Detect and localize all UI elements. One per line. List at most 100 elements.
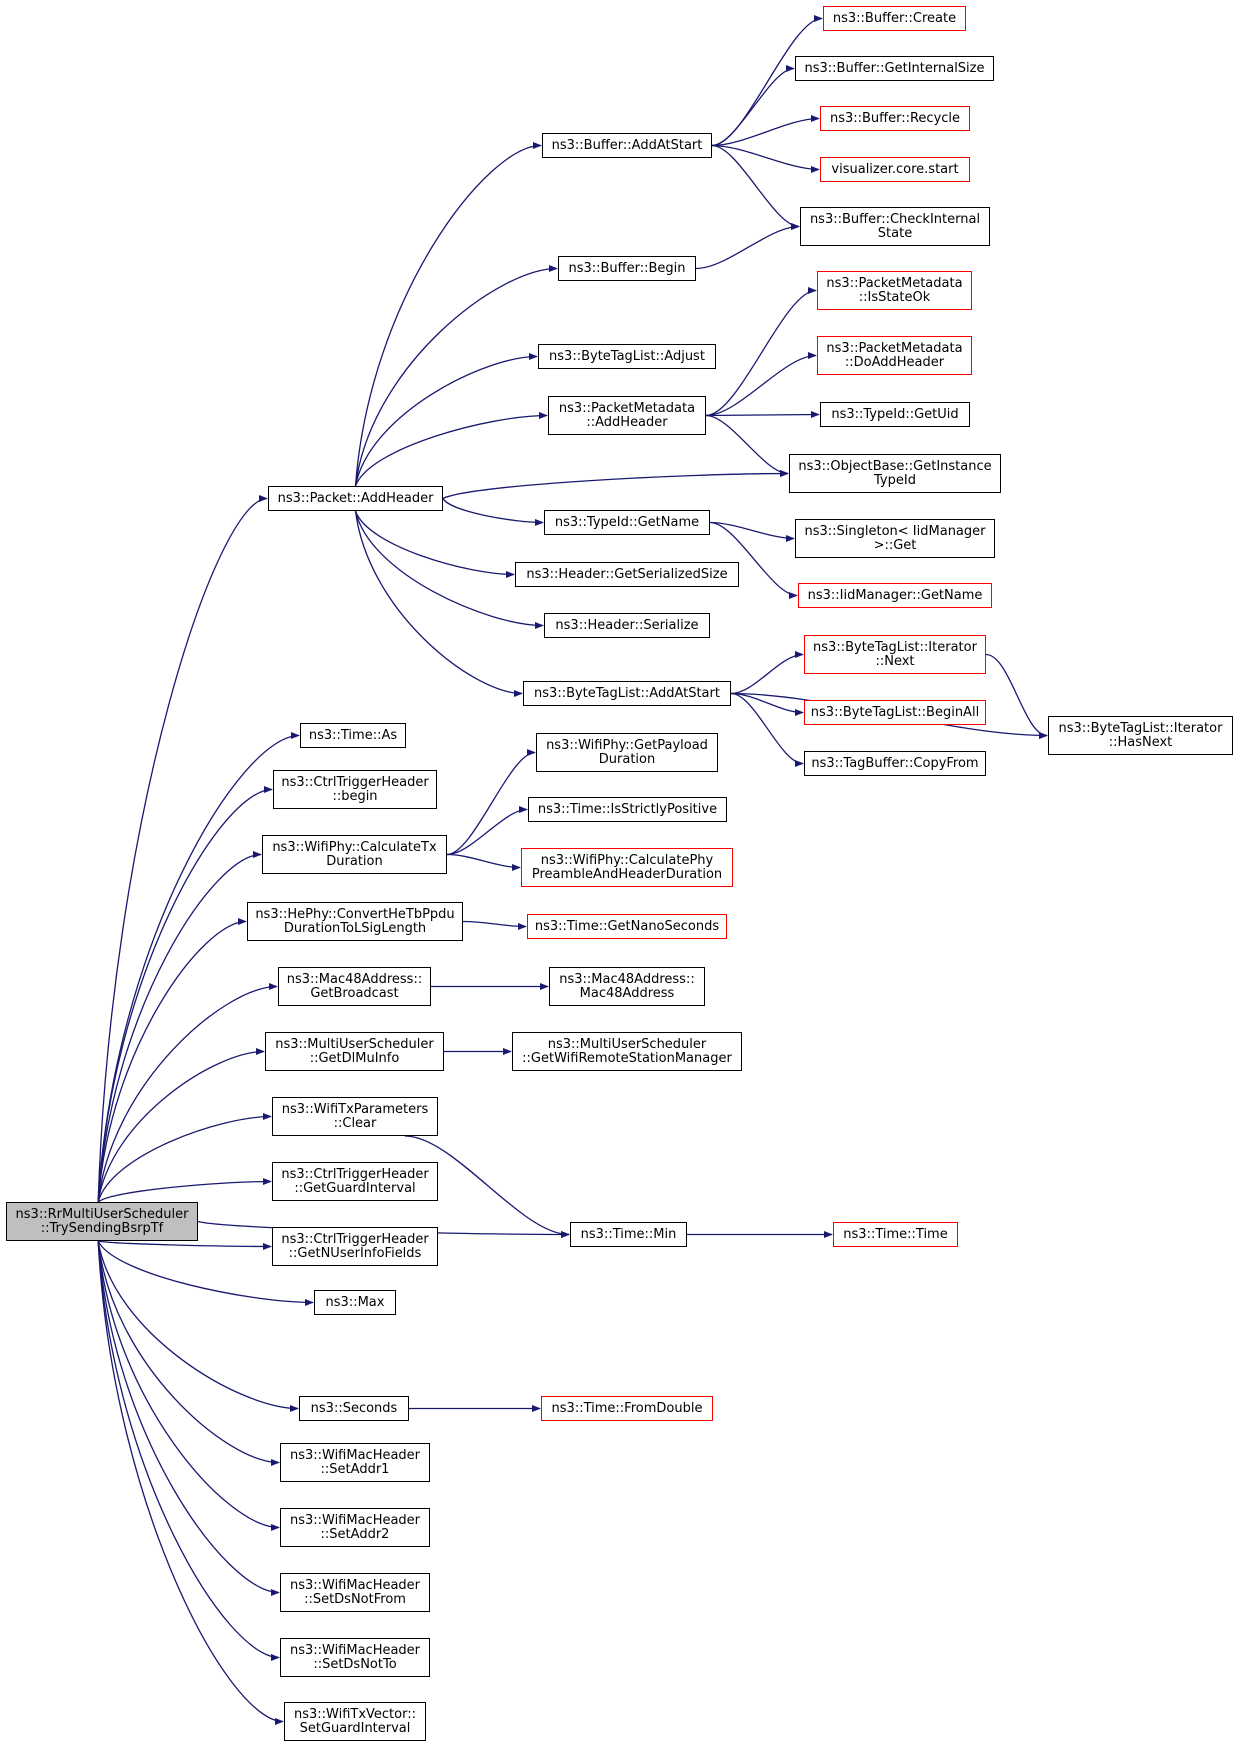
edge-root-to-time-as — [97, 731, 300, 1203]
node-buf-addatstart[interactable]: ns3::Buffer::AddAtStart — [542, 133, 712, 158]
edge-calc-tx-to-time-strict — [446, 805, 528, 856]
node-setguard[interactable]: ns3::WifiTxVector::SetGuardInterval — [284, 1702, 426, 1741]
node-label-line: ns3::Mac48Address:: — [559, 971, 695, 987]
node-label-line: ns3::IidManager::GetName — [807, 587, 983, 603]
edge-pm-addheader-to-pm-doaddheader — [705, 351, 817, 417]
node-typeid-getname[interactable]: ns3::TypeId::GetName — [544, 510, 710, 535]
node-root: ns3::RrMultiUserScheduler::TrySendingBsr… — [6, 1202, 198, 1241]
node-label-line: GetBroadcast — [310, 985, 399, 1001]
node-hdr-serialize[interactable]: ns3::Header::Serialize — [544, 613, 710, 638]
node-ctrl-begin[interactable]: ns3::CtrlTriggerHeader::begin — [273, 770, 437, 809]
edge-calc-tx-to-wifiphy-preamble — [446, 853, 521, 872]
node-label-line: ns3::ByteTagList::AddAtStart — [534, 685, 720, 701]
node-buf-recycle[interactable]: ns3::Buffer::Recycle — [820, 106, 970, 131]
node-ctrl-guard[interactable]: ns3::CtrlTriggerHeader::GetGuardInterval — [272, 1162, 438, 1201]
node-label-line: ns3::Singleton< IidManager — [804, 523, 986, 539]
node-label-line: TypeId — [874, 472, 916, 488]
node-label-line: ns3::MultiUserScheduler — [275, 1036, 434, 1052]
node-time-min[interactable]: ns3::Time::Min — [570, 1222, 687, 1247]
node-label-line: ns3::WifiPhy::CalculatePhy — [540, 852, 714, 868]
node-label-line: ::SetDsNotFrom — [304, 1591, 406, 1607]
node-time-as[interactable]: ns3::Time::As — [300, 723, 406, 748]
node-buf-getsize[interactable]: ns3::Buffer::GetInternalSize — [795, 56, 994, 81]
edge-root-to-packet-addheader — [97, 494, 268, 1203]
node-buf-create[interactable]: ns3::Buffer::Create — [823, 6, 966, 31]
node-seconds[interactable]: ns3::Seconds — [299, 1396, 409, 1421]
node-pm-doaddheader[interactable]: ns3::PacketMetadata::DoAddHeader — [817, 336, 972, 375]
node-addr1[interactable]: ns3::WifiMacHeader::SetAddr1 — [280, 1443, 430, 1482]
edge-packet-addheader-to-hdr-size — [354, 510, 515, 579]
edge-root-to-getdlmu — [97, 1047, 265, 1203]
edge-hephy-to-time-nano — [462, 920, 527, 931]
edge-root-to-dsnotfrom — [97, 1240, 280, 1597]
node-typeid-getuid[interactable]: ns3::TypeId::GetUid — [820, 402, 970, 427]
node-tagbuf-copy[interactable]: ns3::TagBuffer::CopyFrom — [804, 751, 986, 776]
edge-buf-addatstart-to-buf-check — [711, 144, 800, 231]
edge-packet-addheader-to-typeid-getname — [442, 498, 544, 527]
node-label-line: ::SetAddr2 — [320, 1526, 390, 1542]
node-singleton[interactable]: ns3::Singleton< IidManager>::Get — [795, 519, 995, 558]
node-label-line: Duration — [326, 853, 383, 869]
node-buf-begin[interactable]: ns3::Buffer::Begin — [558, 256, 696, 281]
edge-typeid-getname-to-singleton — [709, 521, 795, 543]
edge-root-to-ctrl-nuser — [98, 1240, 272, 1251]
node-label-line: ns3::Time::GetNanoSeconds — [534, 918, 720, 934]
node-label-line: ns3::ObjectBase::GetInstance — [798, 458, 992, 474]
node-label-line: ::HasNext — [1108, 734, 1173, 750]
node-max[interactable]: ns3::Max — [314, 1290, 396, 1315]
node-label-line: Duration — [598, 751, 656, 767]
node-label-line: ns3::Seconds — [310, 1400, 398, 1416]
node-label-line: ns3::Time::As — [308, 727, 398, 743]
node-label-line: ns3::CtrlTriggerHeader — [281, 1166, 429, 1182]
node-dsnotfrom[interactable]: ns3::WifiMacHeader::SetDsNotFrom — [280, 1573, 430, 1612]
node-mac-getbc[interactable]: ns3::Mac48Address::GetBroadcast — [278, 967, 431, 1006]
edge-root-to-dsnotto — [97, 1240, 280, 1662]
node-hdr-size[interactable]: ns3::Header::GetSerializedSize — [515, 562, 739, 587]
node-btl-beginall[interactable]: ns3::ByteTagList::BeginAll — [804, 700, 986, 725]
node-pm-isstateok[interactable]: ns3::PacketMetadata::IsStateOk — [817, 271, 972, 310]
node-addr2[interactable]: ns3::WifiMacHeader::SetAddr2 — [280, 1508, 430, 1547]
node-mac48[interactable]: ns3::Mac48Address::Mac48Address — [549, 967, 705, 1006]
node-label-line: ::GetNUserInfoFields — [288, 1245, 422, 1261]
node-getremote[interactable]: ns3::MultiUserScheduler::GetWifiRemoteSt… — [512, 1032, 742, 1071]
node-label-line: ns3::Time::FromDouble — [551, 1400, 703, 1416]
node-time-time[interactable]: ns3::Time::Time — [833, 1222, 958, 1247]
node-label-line: ::IsStateOk — [858, 289, 931, 305]
edge-root-to-seconds — [97, 1240, 299, 1413]
node-getdlmu[interactable]: ns3::MultiUserScheduler::GetDlMuInfo — [265, 1032, 444, 1071]
node-label-line: ns3::MultiUserScheduler — [547, 1036, 707, 1052]
node-dsnotto[interactable]: ns3::WifiMacHeader::SetDsNotTo — [280, 1638, 430, 1677]
edge-buf-addatstart-to-viz-start — [711, 144, 820, 174]
node-pm-addheader[interactable]: ns3::PacketMetadata::AddHeader — [548, 396, 706, 435]
node-time-nano[interactable]: ns3::Time::GetNanoSeconds — [527, 914, 727, 939]
node-time-strict[interactable]: ns3::Time::IsStrictlyPositive — [528, 797, 727, 822]
node-packet-addheader[interactable]: ns3::Packet::AddHeader — [268, 486, 443, 511]
node-label-line: ::Next — [875, 653, 915, 669]
node-label-line: ns3::Time::Time — [843, 1226, 948, 1242]
node-btl-it-next[interactable]: ns3::ByteTagList::Iterator::Next — [804, 635, 986, 674]
node-label-line: ::begin — [332, 788, 378, 804]
edge-root-to-max — [97, 1240, 314, 1307]
node-ctrl-nuser[interactable]: ns3::CtrlTriggerHeader::GetNUserInfoFiel… — [272, 1227, 438, 1266]
node-viz-start[interactable]: visualizer.core.start — [820, 157, 970, 182]
node-btl-hasnext[interactable]: ns3::ByteTagList::Iterator::HasNext — [1048, 716, 1233, 755]
edge-packet-addheader-to-buf-addatstart — [354, 141, 542, 487]
edge-packet-addheader-to-pm-addheader — [354, 411, 548, 487]
node-time-fromdouble[interactable]: ns3::Time::FromDouble — [541, 1396, 713, 1421]
node-txparams-clear[interactable]: ns3::WifiTxParameters::Clear — [272, 1097, 438, 1136]
node-iid-getname[interactable]: ns3::IidManager::GetName — [798, 583, 992, 608]
node-label-line: ns3::ByteTagList::Adjust — [549, 348, 705, 364]
node-label-line: ns3::WifiPhy::GetPayload — [546, 737, 708, 753]
node-label-line: ns3::TagBuffer::CopyFrom — [811, 755, 979, 771]
node-btl-adjust[interactable]: ns3::ByteTagList::Adjust — [538, 344, 716, 369]
edge-pm-addheader-to-pm-isstateok — [705, 286, 817, 417]
node-btl-addatstart[interactable]: ns3::ByteTagList::AddAtStart — [523, 681, 731, 706]
node-label-line: ns3::Time::IsStrictlyPositive — [537, 801, 718, 817]
